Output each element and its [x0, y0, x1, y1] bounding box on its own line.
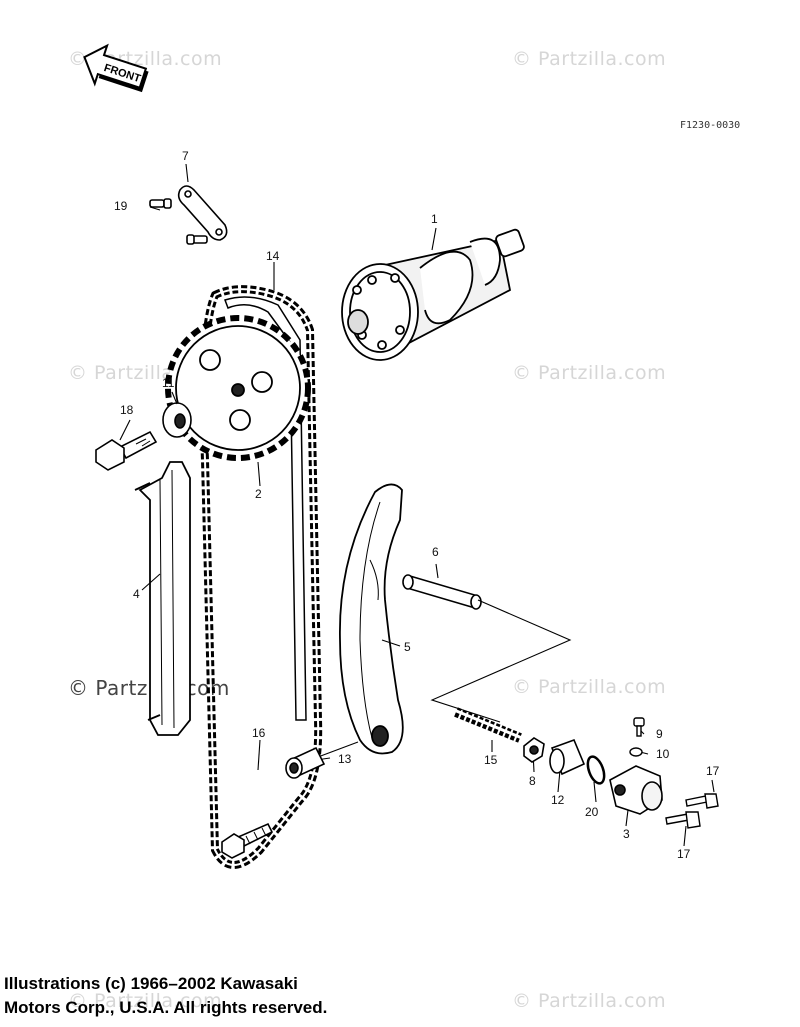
callout-6: 6	[432, 545, 439, 559]
diagram-code: F1230-0030	[680, 120, 741, 131]
callout-17-top: 17	[706, 764, 720, 778]
part-1-camshaft	[341, 228, 525, 361]
part-9-screw	[633, 717, 645, 737]
callout-13: 13	[338, 752, 352, 766]
part-6-pin	[402, 574, 482, 610]
watermark: © Partzilla.com	[512, 362, 667, 384]
callout-8: 8	[529, 774, 536, 788]
callout-10: 10	[656, 747, 670, 761]
callout-17-bottom: 17	[677, 847, 691, 861]
callout-15: 15	[484, 753, 498, 767]
part-11-washer	[162, 402, 192, 438]
copyright-notice: Illustrations (c) 1966–2002 Kawasaki Mot…	[4, 972, 327, 1020]
callout-4: 4	[133, 587, 140, 601]
callout-14: 14	[266, 249, 280, 263]
callout-1: 1	[431, 212, 438, 226]
part-7-bracket	[149, 185, 228, 245]
part-13-collar	[285, 746, 326, 779]
watermark: © Partzilla.com	[68, 990, 223, 1012]
part-2-sprocket	[165, 315, 311, 461]
part-4-chain-guide	[134, 461, 191, 736]
part-16-bolt	[221, 822, 274, 859]
copyright-line-2: Motors Corp., U.S.A. All rights reserved…	[4, 998, 328, 1017]
callout-11: 11	[162, 376, 175, 390]
callout-9: 9	[656, 727, 663, 741]
part-17-bolt	[665, 793, 719, 829]
part-10-washer	[629, 747, 643, 757]
watermark: © Partzilla.com	[512, 990, 667, 1012]
part-8-nut	[523, 737, 545, 763]
callout-12: 12	[551, 793, 565, 807]
part-5-tensioner-guide	[339, 483, 404, 755]
part-20-o-ring	[586, 755, 606, 785]
front-arrow-icon: FRONT	[83, 43, 149, 93]
part-3-tensioner-body	[609, 765, 663, 815]
callout-19: 19	[114, 199, 128, 213]
part-12-plunger	[549, 738, 586, 776]
watermark: © Partzilla.com	[512, 48, 667, 70]
callout-5: 5	[404, 640, 411, 654]
callout-7: 7	[182, 149, 189, 163]
copyright-line-1: Illustrations (c) 1966–2002 Kawasaki	[4, 974, 298, 993]
callout-16: 16	[252, 726, 266, 740]
watermark: © Partzilla.com	[68, 676, 230, 700]
callout-20: 20	[585, 805, 599, 819]
watermark: © Partzilla.com	[512, 676, 667, 698]
part-15-spring	[453, 707, 523, 743]
part-18-bolt	[95, 430, 158, 471]
callout-2: 2	[255, 487, 262, 501]
callout-3: 3	[623, 827, 630, 841]
callout-18: 18	[120, 403, 134, 417]
